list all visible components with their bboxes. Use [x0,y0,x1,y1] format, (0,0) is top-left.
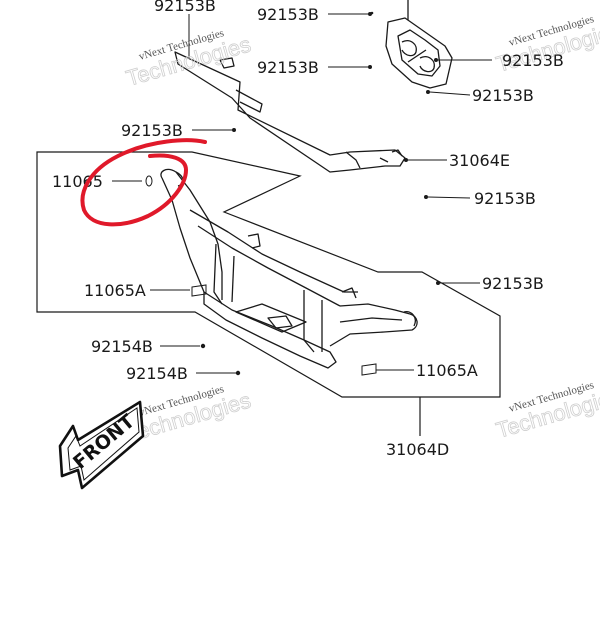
front-arrow: FRONT [58,400,145,490]
label-top-center-92153b: 92153B [257,5,319,24]
upper-bracket [174,0,453,173]
label-bolt-92154b-lower: 92154B [126,364,188,383]
red-circle-annotation [80,138,207,227]
upper-fastener-dots [232,11,438,199]
label-cap-11065a-right: 11065A [416,361,478,380]
hardware-parts [145,175,377,376]
front-guard [160,168,418,369]
label-right-lower-92153b: 92153B [482,274,544,293]
label-top-left-92153b: 92153B [154,0,216,15]
label-plate-right-92153b: 92153B [502,51,564,70]
upper-leaders [188,13,492,199]
label-assembly-31064d: 31064D [386,440,449,459]
watermark-right-bottom: vNext Technologies Technologies [493,379,600,443]
label-bracket-31064e: 31064E [449,151,510,170]
watermark-left-top: vNext Technologies Technologies [123,27,254,91]
label-cap-11065a-left: 11065A [84,281,146,300]
label-right-mid-92153b: 92153B [474,189,536,208]
label-guard-top-92153b: 92153B [121,121,183,140]
assembly-fastener-dots [200,281,440,376]
label-plate-lower-92153b: 92153B [472,86,534,105]
assembly-leaders [112,180,480,374]
assembly-boundary [36,151,501,436]
label-bolt-92154b-upper: 92154B [91,337,153,356]
label-upper-center-92153b: 92153B [257,58,319,77]
